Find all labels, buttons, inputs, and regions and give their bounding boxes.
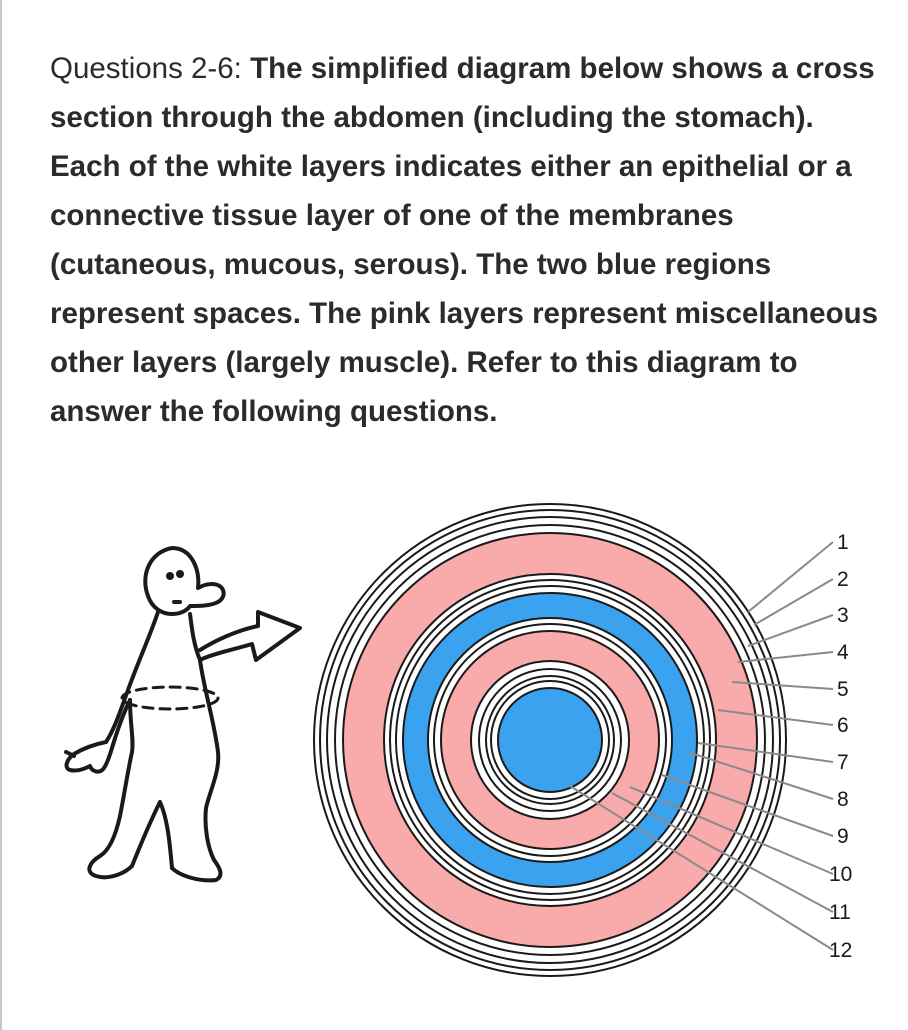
layer-label-10: 10	[829, 863, 852, 886]
leader-1	[747, 541, 834, 613]
layer-number-labels: 1 2 3 4 5 6 7 8 9 10 11 12	[829, 531, 852, 962]
leader-lines	[569, 541, 834, 951]
cross-section-rings	[313, 503, 787, 977]
question-text: Questions 2-6: The simplified diagram be…	[50, 44, 880, 436]
layer-label-8: 8	[837, 788, 849, 811]
leader-6	[717, 709, 834, 726]
person-figure	[64, 546, 302, 883]
layer-label-1: 1	[837, 531, 849, 554]
leader-9	[661, 774, 834, 837]
blue-space-inner	[497, 687, 603, 793]
layer-label-11: 11	[829, 901, 851, 924]
layer-label-4: 4	[837, 641, 849, 664]
leader-8	[687, 751, 834, 800]
page-left-rule	[0, 0, 2, 1030]
layer-label-12: 12	[829, 939, 852, 962]
leader-5	[731, 681, 834, 690]
leader-3	[747, 614, 834, 647]
leader-10	[629, 786, 834, 875]
leader-4	[737, 651, 834, 663]
layer-label-3: 3	[837, 604, 849, 627]
question-body: The simplified diagram below shows a cro…	[50, 52, 879, 428]
leader-2	[753, 578, 834, 626]
question-lead: Questions 2-6:	[50, 52, 242, 85]
leader-11	[611, 792, 834, 913]
layer-label-2: 2	[837, 568, 849, 591]
layer-label-5: 5	[837, 678, 849, 701]
leader-12	[569, 785, 834, 951]
layer-label-7: 7	[837, 751, 849, 774]
layer-label-6: 6	[837, 714, 849, 737]
leader-7	[697, 742, 834, 763]
layer-label-9: 9	[837, 825, 849, 848]
